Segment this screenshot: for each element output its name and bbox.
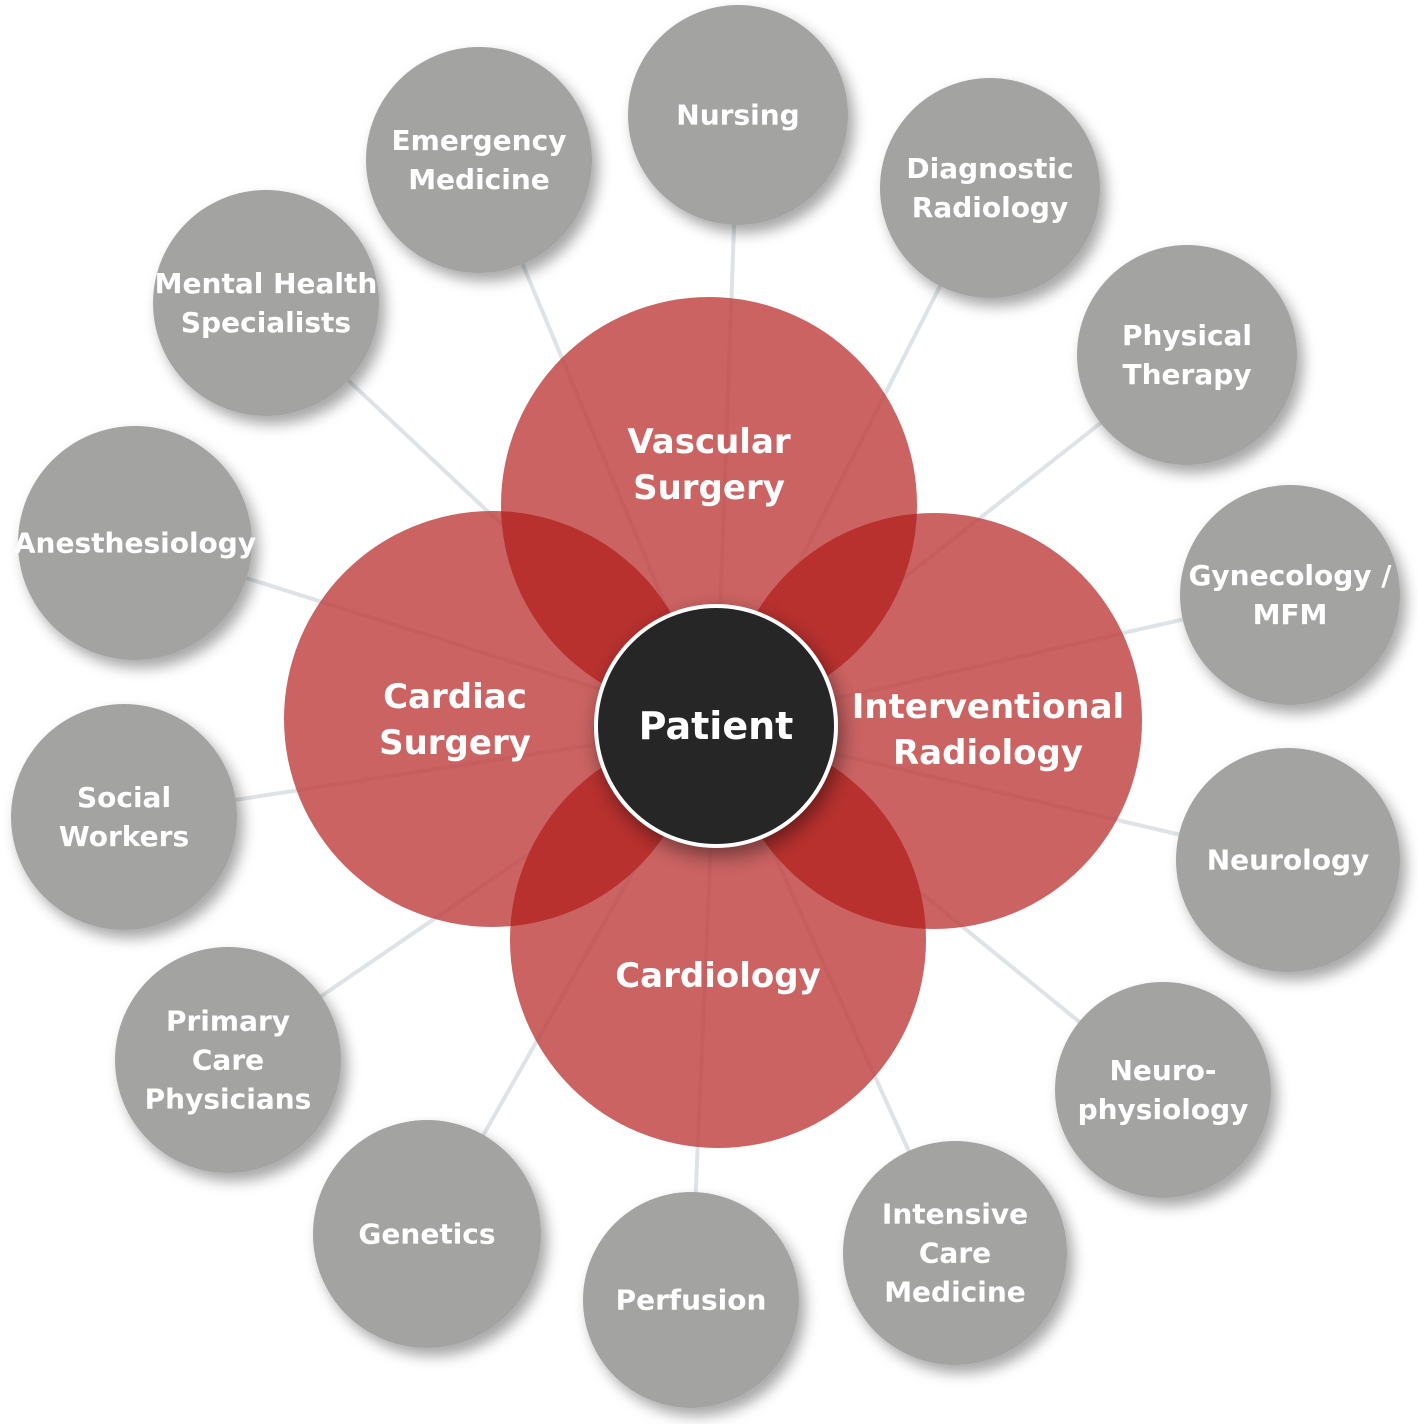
specialty-circle-emergency-medicine: [366, 47, 592, 273]
core-overlap-interventional-radiology-cardiology: [726, 732, 926, 929]
specialty-diagnostic-radiology-label: Radiology: [912, 191, 1068, 224]
specialty-circle-social-workers: [11, 704, 237, 930]
specialty-social-workers-label: Social: [77, 781, 171, 814]
specialty-intensive-care-medicine-label: Intensive: [882, 1198, 1028, 1231]
specialty-gynecology-mfm-label: Gynecology /: [1188, 559, 1392, 592]
specialty-intensive-care-medicine-label: Medicine: [884, 1276, 1026, 1309]
specialty-circle-primary-care-physicians: [115, 947, 341, 1173]
specialty-circle-intensive-care-medicine: [843, 1141, 1067, 1365]
core-overlap-vascular-surgery-cardiac-surgery: [501, 511, 700, 713]
specialty-social-workers-label: Workers: [59, 820, 189, 853]
specialty-anesthesiology-label: Anesthesiology: [14, 527, 256, 560]
specialty-circle-nursing: [628, 5, 848, 225]
specialty-primary-care-physicians-label: Physicians: [145, 1083, 312, 1116]
outer-specialties: NursingDiagnosticRadiologyPhysicalTherap…: [11, 5, 1400, 1408]
specialty-circle-anesthesiology: [18, 426, 252, 660]
specialty-node-neurophysiology: Neuro-physiology: [1055, 982, 1271, 1198]
specialty-node-anesthesiology: Anesthesiology: [14, 426, 256, 660]
specialty-perfusion-label: Perfusion: [616, 1284, 767, 1317]
specialty-diagnostic-radiology-label: Diagnostic: [906, 152, 1073, 185]
specialty-nursing-label: Nursing: [676, 99, 799, 132]
specialty-circle-gynecology-mfm: [1180, 485, 1400, 705]
specialty-circle-diagnostic-radiology: [880, 78, 1100, 298]
specialty-circle-neurophysiology: [1055, 982, 1271, 1198]
specialty-node-neurology: Neurology: [1176, 748, 1400, 972]
specialty-node-gynecology-mfm: Gynecology / MFM: [1180, 485, 1400, 705]
specialty-neurophysiology-label: physiology: [1078, 1093, 1249, 1126]
core-interventional-radiology-label: Radiology: [893, 733, 1083, 773]
specialty-neurophysiology-label: Neuro-: [1109, 1054, 1216, 1087]
specialty-circle-genetics: [313, 1120, 541, 1348]
specialty-node-perfusion: Perfusion: [583, 1192, 799, 1408]
core-vascular-surgery-label: Surgery: [633, 468, 785, 508]
core-cardiology-label: Cardiology: [615, 956, 821, 996]
core-cardiac-surgery-label: Cardiac: [383, 677, 527, 717]
specialty-circle-mental-health-specialists: [153, 190, 379, 416]
specialty-physical-therapy-label: Physical: [1122, 319, 1252, 352]
patient-label: Patient: [639, 704, 794, 748]
patient-node: Patient: [594, 604, 838, 848]
specialty-circle-perfusion: [583, 1192, 799, 1408]
specialty-mental-health-specialists-label: Specialists: [181, 306, 351, 339]
specialty-primary-care-physicians-label: Care: [192, 1044, 264, 1077]
specialty-primary-care-physicians-label: Primary: [166, 1005, 290, 1038]
core-interventional-radiology-label: Interventional: [852, 687, 1124, 727]
specialty-mental-health-specialists-label: Mental Health: [155, 267, 378, 300]
specialty-intensive-care-medicine-label: Care: [919, 1237, 991, 1270]
specialty-neurology-label: Neurology: [1207, 844, 1370, 877]
specialty-gynecology-mfm-label: MFM: [1253, 598, 1328, 631]
patient-circle: [594, 604, 838, 848]
specialty-emergency-medicine-label: Medicine: [408, 163, 550, 196]
core-cardiac-surgery-label: Surgery: [379, 723, 531, 763]
specialty-emergency-medicine-label: Emergency: [392, 124, 567, 157]
core-vascular-surgery-label: Vascular: [627, 422, 791, 462]
specialty-genetics-label: Genetics: [358, 1218, 495, 1251]
core-specialties: VascularSurgeryCardiacSurgeryInterventio…: [284, 297, 1142, 1148]
specialty-node-genetics: Genetics: [313, 1120, 541, 1348]
specialty-circle-physical-therapy: [1077, 245, 1297, 465]
core-overlap-vascular-surgery-interventional-radiology: [726, 513, 917, 713]
core-overlap-cardiac-surgery-cardiology: [510, 732, 700, 927]
specialty-node-nursing: Nursing: [628, 5, 848, 225]
specialty-circle-neurology: [1176, 748, 1400, 972]
specialty-physical-therapy-label: Therapy: [1122, 358, 1251, 391]
